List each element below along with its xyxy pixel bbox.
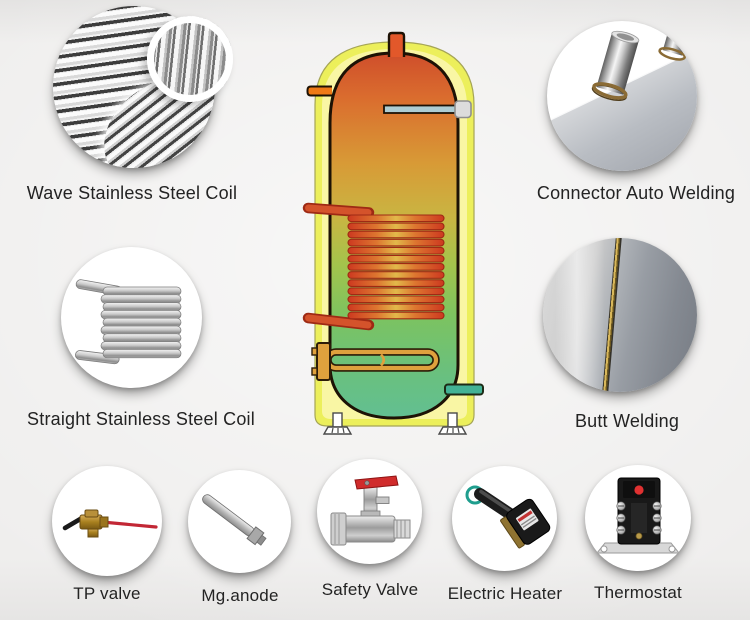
coil-stack (100, 286, 182, 359)
tp-valve-photo (52, 466, 162, 576)
electric-heater-element (311, 342, 440, 381)
safety-valve-photo (317, 459, 422, 564)
electric-heater-label: Electric Heater (447, 584, 563, 603)
mg-anode-graphic (202, 494, 267, 546)
safety-valve-label: Safety Valve (321, 580, 419, 599)
welded-pipe-main (591, 30, 640, 101)
thermostat-label: Thermostat (594, 583, 682, 602)
mg-anode-photo (188, 470, 291, 573)
mg-anode-label: Mg.anode (201, 586, 279, 605)
tp-valve-graphic (62, 509, 158, 538)
connector-welding-photo (547, 21, 697, 171)
butt-welding-photo (543, 238, 697, 392)
heat-exchanger-coil (347, 214, 445, 320)
wave-coil-detail-photo (147, 16, 233, 102)
tank-foot-right (437, 412, 468, 435)
top-outlet-port (387, 31, 406, 57)
electric-heater-photo (452, 466, 557, 571)
thermostat-graphic (595, 477, 681, 554)
tp-valve-label: TP valve (73, 584, 141, 603)
connector-welding-label: Connector Auto Welding (536, 183, 736, 203)
side-port (306, 85, 332, 97)
coil-inlet-pipe (302, 202, 375, 218)
thermostat-photo (585, 465, 691, 571)
coil-outlet-pipe (302, 312, 375, 331)
tank-foot-left (322, 412, 353, 435)
tank-cutaway-diagram (302, 31, 484, 435)
straight-coil-graphic (75, 279, 182, 365)
butt-welding-label: Butt Welding (574, 411, 680, 431)
straight-coil-label: Straight Stainless Steel Coil (27, 409, 255, 429)
welded-pipe-small (658, 21, 695, 61)
connector-welding-graphic (547, 21, 697, 171)
safety-valve-graphic (330, 475, 411, 546)
drain-port (444, 383, 484, 396)
electric-heater-graphic (465, 485, 551, 549)
weld-seam (601, 238, 623, 392)
straight-coil-photo (61, 247, 202, 388)
wave-coil-label: Wave Stainless Steel Coil (26, 183, 238, 203)
magnesium-anode-rod (383, 100, 472, 119)
